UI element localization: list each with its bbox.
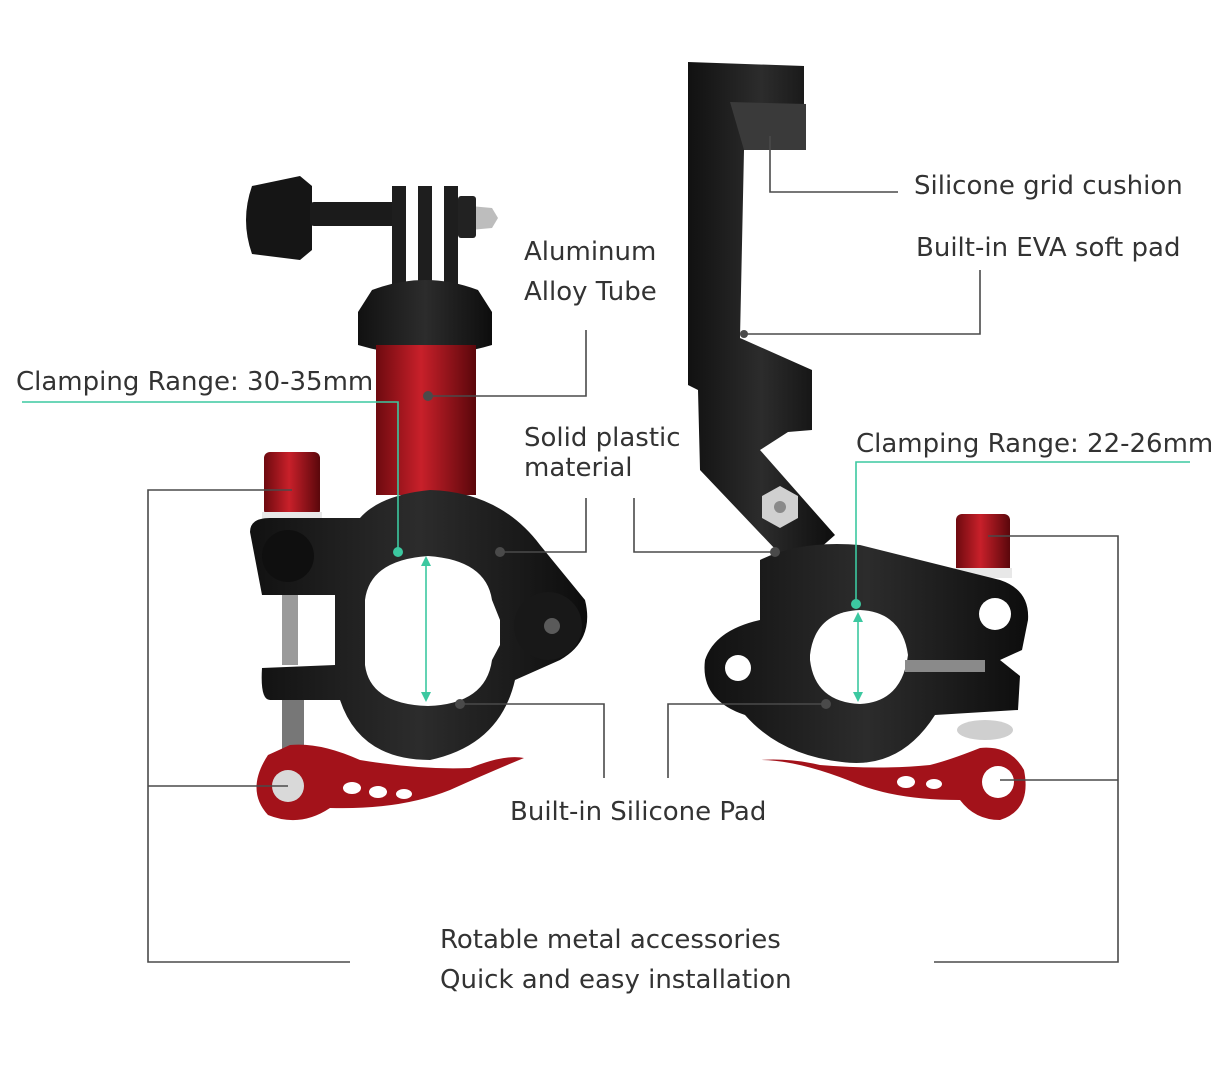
screw-left xyxy=(282,585,298,665)
phone-holder-arm xyxy=(688,62,835,570)
tube-collar xyxy=(358,280,492,355)
label-alloy-tube: Alloy Tube xyxy=(524,277,657,307)
label-silicone-grid-cushion: Silicone grid cushion xyxy=(914,171,1183,201)
right-phone-mount xyxy=(688,62,1029,820)
clamp-boss-left xyxy=(262,530,314,582)
mount-hole-right xyxy=(979,598,1011,630)
leader-dots xyxy=(423,330,831,709)
red-knob-left xyxy=(262,452,322,524)
hinge-bolt xyxy=(544,618,560,634)
hinge-hole-right xyxy=(725,655,751,681)
label-clamping-range-right: Clamping Range: 22-26mm xyxy=(856,429,1214,459)
label-clamping-range-left: Clamping Range: 30-35mm xyxy=(16,367,374,397)
clamp-opening-right xyxy=(810,610,908,704)
clamping-range-lines xyxy=(22,401,1190,700)
label-eva-soft-pad: Built-in EVA soft pad xyxy=(916,233,1181,263)
label-quick-installation: Quick and easy installation xyxy=(440,965,792,995)
washer-right xyxy=(957,720,1013,740)
label-aluminum: Aluminum xyxy=(524,237,657,267)
quick-release-lever-left xyxy=(256,744,524,821)
aluminum-tube xyxy=(376,345,476,495)
lever-pivot-right xyxy=(982,766,1014,798)
gopro-prongs xyxy=(392,186,476,296)
leader-lines xyxy=(147,136,1119,963)
red-knob-right xyxy=(954,514,1012,578)
quick-release-lever-right xyxy=(760,747,1026,820)
clamp-opening-left xyxy=(365,556,500,706)
clamping-range-markers xyxy=(393,547,863,702)
lever-pin-left xyxy=(282,700,304,750)
label-solid-plastic: Solid plastic xyxy=(524,423,681,453)
label-rotable-metal: Rotable metal accessories xyxy=(440,925,781,955)
label-material: material xyxy=(524,453,633,483)
left-bike-mount xyxy=(246,176,588,821)
screw-right xyxy=(905,660,985,672)
label-silicone-pad: Built-in Silicone Pad xyxy=(510,797,767,827)
thumb-screw-knob xyxy=(246,176,498,260)
silicone-grid-cushion xyxy=(730,102,806,150)
